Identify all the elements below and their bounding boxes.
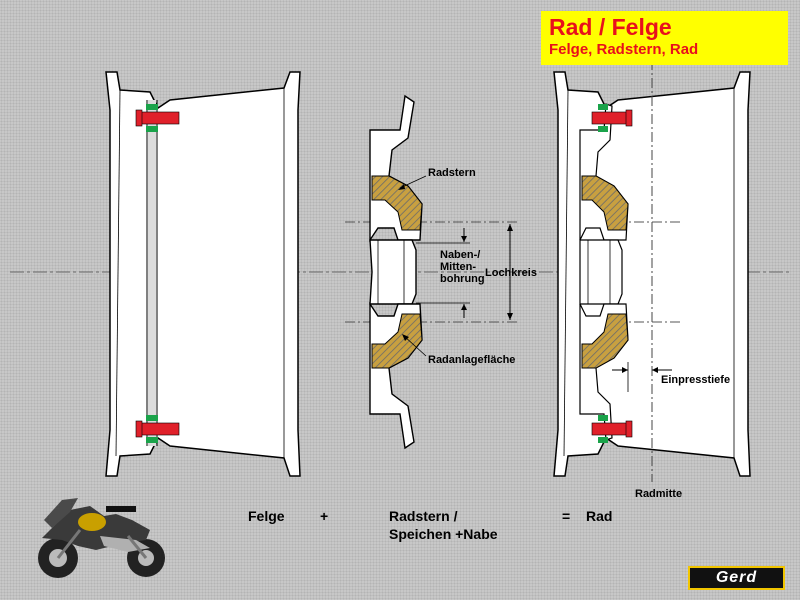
rim-drawing <box>105 71 301 477</box>
bolt-icon <box>135 104 180 132</box>
gerd-logo: Gerd <box>688 566 785 590</box>
equation-rad: Rad <box>586 508 613 524</box>
equation-plus: + <box>320 508 329 524</box>
equation-felge: Felge <box>248 508 285 524</box>
wheel-star-drawing <box>345 94 520 450</box>
title-box: Rad / Felge Felge, Radstern, Rad <box>541 11 788 65</box>
wheel-assembly-drawing <box>553 60 751 482</box>
bolt-icon <box>135 415 180 443</box>
label-lochkreis: Lochkreis <box>485 267 537 279</box>
equation-radstern-line1: Radstern / <box>389 508 458 524</box>
page-title: Rad / Felge <box>549 14 672 40</box>
label-radmitte: Radmitte <box>635 488 683 500</box>
label-einpresstiefe: Einpresstiefe <box>661 374 731 386</box>
equation-equals: = <box>562 508 571 524</box>
label-radstern: Radstern <box>428 167 476 179</box>
bolt-icon <box>591 104 633 132</box>
page-subtitle: Felge, Radstern, Rad <box>549 41 699 58</box>
label-naben-mittenbohrung: Naben-/ Mitten- bohrung <box>440 249 485 285</box>
bolt-icon <box>591 415 633 443</box>
motorcycle-icon <box>38 498 165 578</box>
equation-radstern-line2: Speichen +Nabe <box>389 526 498 542</box>
label-radanlageflaeche: Radanlagefläche <box>428 354 516 366</box>
